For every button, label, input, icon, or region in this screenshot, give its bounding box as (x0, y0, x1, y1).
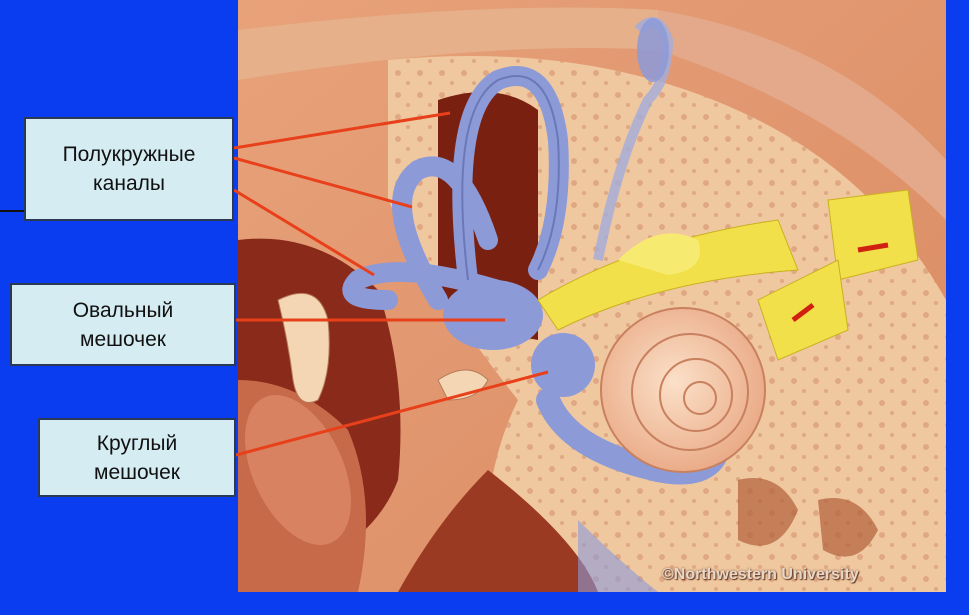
label-line: мешочек (12, 325, 234, 354)
label-line: мешочек (40, 458, 234, 487)
edge-tick (0, 210, 24, 212)
semicircular-canals-label: Полукружные каналы (24, 117, 234, 221)
copyright-watermark: ©Northwestern University (662, 566, 859, 584)
label-line: Овальный (12, 296, 234, 325)
label-line: Круглый (40, 429, 234, 458)
saccule (531, 333, 595, 397)
saccule-label: Круглый мешочек (38, 418, 236, 497)
cochlea (601, 308, 765, 472)
label-line: каналы (26, 169, 232, 198)
utricle (443, 280, 543, 350)
utricle-label: Овальный мешочек (10, 283, 236, 366)
label-line: Полукружные (26, 140, 232, 169)
inner-ear-illustration (238, 0, 946, 592)
